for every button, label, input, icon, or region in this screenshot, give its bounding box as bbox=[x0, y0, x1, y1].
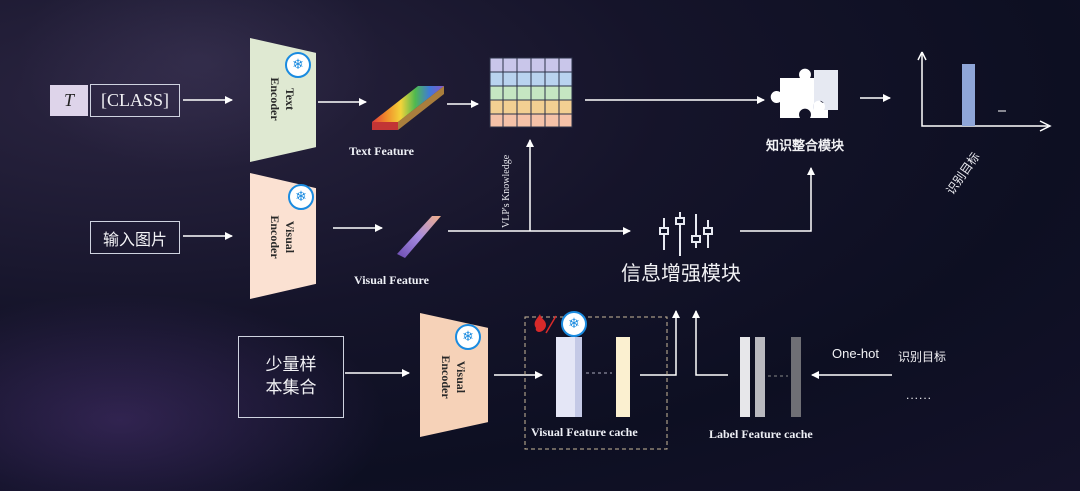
visual-feature-bar bbox=[397, 216, 441, 258]
label-cache-block-1 bbox=[740, 337, 750, 417]
output-bar bbox=[962, 64, 975, 126]
input-image-box: 输入图片 bbox=[90, 221, 180, 254]
snowflake-icon: ❄ bbox=[561, 311, 587, 337]
snowflake-icon: ❄ bbox=[285, 52, 311, 78]
cache-value-block bbox=[616, 337, 630, 417]
knowledge-label: VLP's Knowledge bbox=[501, 154, 512, 228]
label-cache-block-2 bbox=[755, 337, 765, 417]
label-cache-caption: Label Feature cache bbox=[709, 427, 813, 441]
template-t-symbol: T bbox=[50, 85, 88, 116]
visual-cache-caption: Visual Feature cache bbox=[531, 425, 638, 439]
snowflake-icon: ❄ bbox=[455, 324, 481, 350]
text-feature-caption: Text Feature bbox=[349, 144, 414, 158]
class-token-box: [CLASS] bbox=[90, 84, 180, 117]
fewshot-target-label: 识别目标 bbox=[898, 350, 947, 364]
visual-feature-caption: Visual Feature bbox=[354, 273, 429, 287]
ellipsis-label: ...... bbox=[906, 388, 933, 402]
onehot-label: One-hot bbox=[832, 346, 879, 361]
text-feature-slab bbox=[372, 86, 444, 130]
cache-dashed-box bbox=[524, 316, 668, 450]
fewshot-set-box: 少量样 本集合 bbox=[238, 336, 344, 418]
output-axes bbox=[921, 52, 1048, 127]
arrow-cache-up bbox=[640, 310, 680, 376]
label-cache-block-3 bbox=[791, 337, 801, 417]
fewshot-encoder-label: Visual Encoder bbox=[439, 355, 468, 399]
enhancement-module-label: 信息增强模块 bbox=[621, 263, 741, 285]
arrow-label-cache-up bbox=[692, 310, 728, 376]
sliders-icon bbox=[659, 212, 713, 256]
visual-encoder-label: Visual Encoder bbox=[268, 215, 297, 259]
puzzle-icon bbox=[770, 68, 838, 118]
arrow-enhancement-to-integration bbox=[740, 167, 815, 232]
snowflake-icon: ❄ bbox=[288, 184, 314, 210]
flame-icon bbox=[534, 314, 557, 334]
knowledge-grid bbox=[489, 57, 573, 128]
integration-module-label: 知识整合模块 bbox=[766, 138, 845, 153]
